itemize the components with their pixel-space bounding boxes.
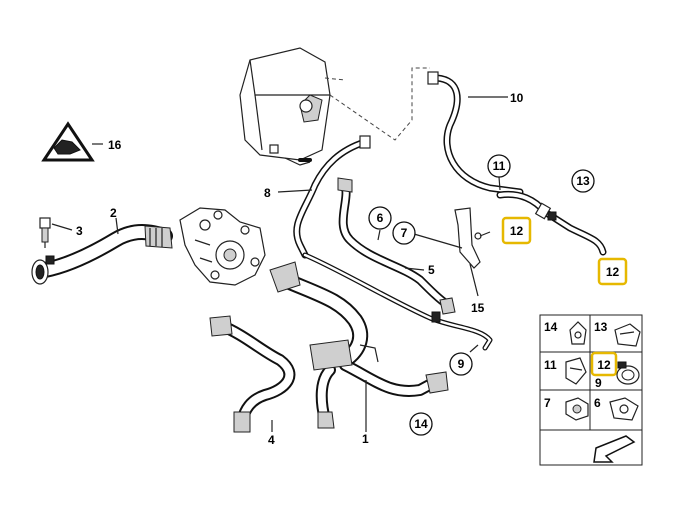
bracket-15[interactable]	[454, 207, 491, 269]
callout-10: 10	[510, 91, 524, 105]
grid-12-highlighted[interactable]: 12	[590, 351, 618, 377]
callout-13: 13	[571, 169, 595, 193]
svg-text:14: 14	[414, 417, 428, 431]
hose-2[interactable]	[31, 224, 173, 285]
svg-text:11: 11	[493, 159, 506, 173]
leader-lines	[51, 96, 508, 432]
callout-7: 7	[392, 221, 416, 245]
callout-15: 15	[471, 301, 485, 315]
callout-12-highlighted-right[interactable]: 12	[597, 257, 628, 286]
hose-5[interactable]	[337, 177, 456, 315]
svg-text:12: 12	[597, 358, 611, 372]
callout-9: 9	[449, 352, 473, 376]
callout-6: 6	[368, 206, 392, 230]
svg-text:12: 12	[510, 224, 524, 238]
arrow-icon	[593, 435, 636, 463]
svg-text:12: 12	[606, 265, 620, 279]
warning-triangle-16	[41, 121, 95, 162]
callout-3: 3	[76, 224, 83, 238]
hose-10[interactable]	[427, 71, 524, 196]
svg-text:6: 6	[377, 211, 384, 225]
grid-label-7: 7	[544, 396, 551, 410]
callout-4: 4	[268, 433, 275, 447]
callout-8: 8	[264, 186, 271, 200]
water-pump[interactable]	[179, 207, 266, 286]
dashed-leader-10	[329, 67, 430, 141]
callout-16: 16	[108, 138, 122, 152]
hose-8[interactable]	[293, 135, 371, 259]
svg-text:7: 7	[401, 226, 408, 240]
temperature-sensor-3[interactable]	[39, 217, 51, 248]
svg-text:13: 13	[576, 174, 590, 188]
grid-label-11: 11	[544, 358, 557, 372]
expansion-tank[interactable]	[239, 47, 331, 166]
grid-label-9: 9	[595, 376, 602, 390]
clamp-6-icon	[609, 397, 639, 421]
callout-5: 5	[428, 263, 435, 277]
clamp-14-icon	[569, 321, 587, 345]
svg-text:9: 9	[458, 357, 465, 371]
clamp-11-icon	[565, 357, 587, 385]
clip-13-icon	[614, 323, 641, 347]
small-parts-grid: 14 13 11 12 9 7 6	[539, 314, 643, 466]
hose-1[interactable]	[269, 261, 449, 429]
callout-1: 1	[362, 432, 369, 446]
hose-4[interactable]	[209, 315, 296, 433]
callout-11: 11	[487, 154, 511, 178]
callout-2: 2	[110, 206, 117, 220]
nut-7-icon	[565, 397, 589, 421]
callout-12-highlighted[interactable]: 12	[501, 216, 532, 245]
grid-label-6: 6	[594, 396, 601, 410]
grid-label-14: 14	[544, 320, 558, 334]
grid-label-13: 13	[594, 320, 608, 334]
callout-14: 14	[409, 412, 433, 436]
dashed-leader-tank	[324, 77, 346, 81]
hose-clamp-9-icon	[616, 361, 640, 385]
pipe-9[interactable]	[302, 252, 493, 351]
hose-11[interactable]	[496, 190, 607, 256]
